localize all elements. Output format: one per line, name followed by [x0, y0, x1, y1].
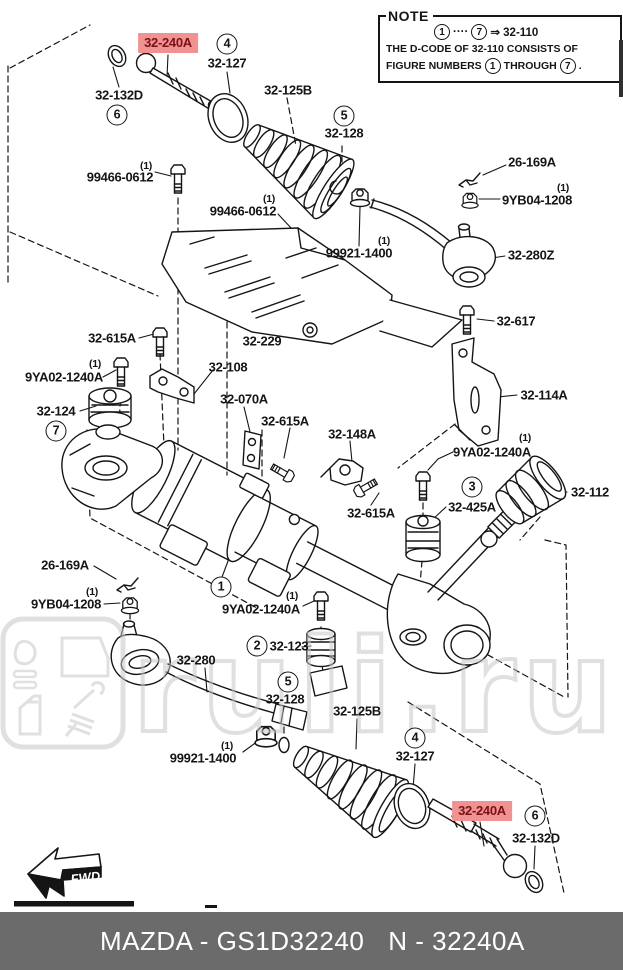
quantity-label: (1) — [140, 160, 152, 172]
figure-number-badge: 4 — [404, 727, 426, 749]
quantity-label: (1) — [221, 740, 233, 752]
figure-number-badge: 2 — [246, 635, 268, 657]
part-number-label: 32-127 — [395, 748, 435, 764]
part-number-label: 32-127 — [207, 55, 247, 71]
mount-123-drawing — [254, 591, 336, 754]
part-number-label: 32-280 — [176, 652, 216, 668]
figure-number-badge: 4 — [216, 33, 238, 55]
pinion-housing-drawing — [386, 509, 517, 675]
left-mount-parts-drawing — [88, 327, 168, 429]
part-number-label: 32-615A — [347, 505, 395, 521]
part-number-label: 9YA02-1240A — [25, 369, 103, 385]
clamp-148A-drawing — [320, 458, 380, 500]
note-box: NOTE 1 ···· 7 ⇒ 32-110 THE D-CODE OF 32-… — [378, 8, 622, 83]
part-number-label: 32-280Z — [507, 247, 555, 263]
quantity-label: (1) — [286, 590, 298, 602]
note-figure-circle-1: 1 — [484, 58, 501, 74]
inner-tie-rod-top-drawing — [107, 44, 219, 114]
part-number-label: 32-108 — [208, 359, 248, 375]
note-range-line: 1 ···· 7 ⇒ 32-110 — [386, 24, 616, 40]
part-number-label: 32-132D — [95, 87, 143, 103]
figure-number-badge: 3 — [461, 476, 483, 498]
part-number-label: 26-169A — [508, 154, 556, 170]
part-number-label: 32-615A — [261, 413, 309, 429]
part-number-label: 32-114A — [520, 387, 568, 403]
figure-number-badge: 5 — [277, 671, 299, 693]
part-number-label[interactable]: 32-240A — [138, 33, 198, 53]
part-number-label: 32-148A — [328, 426, 376, 442]
note-dots: ···· — [453, 26, 469, 38]
boot-bottom-drawing — [292, 745, 431, 839]
note-body-line2: FIGURE NUMBERS 1 THROUGH 7 . — [386, 58, 616, 74]
quantity-label: (1) — [86, 586, 98, 598]
mount-425A-112-drawing — [405, 455, 567, 563]
note-figure-pre: FIGURE NUMBERS — [386, 60, 482, 72]
part-number-label: 32-123 — [269, 638, 309, 654]
part-number-label: 32-615A — [88, 330, 136, 346]
note-circle-7: 7 — [471, 24, 488, 40]
brackets-drawing — [149, 368, 297, 485]
bracket-114A-drawing — [451, 305, 502, 447]
note-result: ⇒ 32-110 — [490, 27, 539, 39]
part-number-label: 32-070A — [220, 391, 268, 407]
part-number-label: 99921-1400 — [325, 245, 393, 261]
quantity-label: (1) — [519, 432, 531, 444]
part-number-label: 32-128 — [324, 125, 364, 141]
figure-number-badge: 6 — [524, 805, 546, 827]
figure-number-badge: 6 — [106, 104, 128, 126]
part-number-label: 32-132D — [512, 830, 560, 846]
fwd-label: FWD — [70, 868, 102, 887]
part-number-label: 9YB04-1208 — [502, 192, 572, 208]
page-edge-artifact — [619, 40, 623, 97]
tie-rod-end-bottom-drawing — [110, 577, 308, 731]
footer-bar: MAZDA - GS1D32240 N - 32240A — [0, 912, 623, 970]
part-number-label: 99466-0612 — [209, 203, 277, 219]
quantity-label: (1) — [89, 358, 101, 370]
footer-part-number: N - 32240A — [388, 925, 525, 956]
note-figure-mid: THROUGH — [503, 60, 557, 72]
quantity-label: (1) — [378, 235, 390, 247]
part-number-label: 9YA02-1240A — [453, 444, 531, 460]
note-period: . — [578, 60, 582, 72]
parts-diagram: FWD — [7, 24, 569, 908]
part-number-label: 32-112 — [571, 484, 609, 500]
figure-number-badge: 1 — [210, 576, 232, 598]
part-number-label: 32-125B — [333, 703, 381, 719]
part-number-label: 9YB04-1208 — [31, 596, 101, 612]
note-body-line1: THE D-CODE OF 32-110 CONSISTS OF — [386, 43, 578, 55]
footer-brand-code: MAZDA - GS1D32240 — [100, 925, 365, 956]
figure-number-badge: 5 — [333, 105, 355, 127]
part-number-label[interactable]: 32-240A — [452, 801, 512, 821]
part-number-label: 32-617 — [496, 313, 536, 329]
part-number-label: 32-229 — [242, 333, 282, 349]
boot-top-drawing — [207, 93, 371, 220]
part-number-label: 9YA02-1240A — [222, 601, 300, 617]
note-circle-1: 1 — [434, 24, 450, 40]
part-number-label: 99921-1400 — [169, 750, 237, 766]
fwd-arrow: FWD — [14, 847, 217, 908]
heat-shield-drawing — [161, 164, 463, 348]
note-title: NOTE — [386, 8, 433, 24]
steering-rack-assembly-drawing — [61, 424, 426, 697]
note-figure-circle-7: 7 — [559, 58, 576, 74]
quantity-label: (1) — [263, 193, 275, 205]
tie-rod-end-top-drawing — [369, 172, 496, 288]
part-number-label: 32-128 — [265, 691, 305, 707]
quantity-label: (1) — [557, 182, 569, 194]
part-number-label: 99466-0612 — [86, 169, 154, 185]
part-number-label: 32-124 — [36, 403, 76, 419]
figure-number-badge: 7 — [45, 420, 67, 442]
part-number-label: 32-425A — [448, 499, 496, 515]
part-number-label: 32-125B — [264, 82, 312, 98]
part-number-label: 26-169A — [41, 557, 89, 573]
